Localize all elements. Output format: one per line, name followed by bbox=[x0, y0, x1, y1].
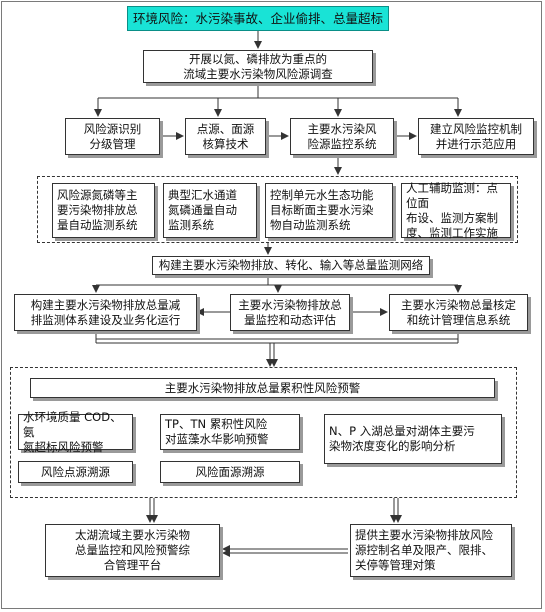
manual-auxiliary-monitoring-box: 人工辅助监测：点位面 布设、监测方案制 度、监测工作实施 bbox=[401, 181, 511, 240]
risk-source-classification-box: 风险源识别 分级管理 bbox=[65, 118, 160, 155]
catchment-channel-flux-box: 典型汇水通道 氮磷通量自动 监测系统 bbox=[163, 183, 257, 238]
risk-source-monitoring-system-box: 主要水污染风 险源监控系统 bbox=[290, 118, 394, 155]
control-unit-section-monitoring-box: 控制单元水生态功能 目标断面主要水污染 物自动监测系统 bbox=[265, 183, 393, 238]
dynamic-assessment-box: 主要水污染物排放总 量监控和动态评估 bbox=[230, 294, 350, 331]
auto-monitoring-total-emission-box: 风险源氮磷等主 要污染物排放总 量自动监测系统 bbox=[52, 183, 155, 238]
management-platform-box: 太湖流域主要水污染物 总量监控和风险预警综 合管理平台 bbox=[45, 524, 220, 577]
point-source-tracing-box: 风险点源溯源 bbox=[18, 461, 133, 483]
cumulative-risk-warning-box: 主要水污染物排放总量累积性风险预警 bbox=[30, 378, 495, 398]
emission-reduction-monitoring-box: 构建主要水污染物排放总量减 排监测体系建设及业务化运行 bbox=[14, 294, 197, 331]
area-source-tracing-box: 风险面源溯源 bbox=[160, 461, 300, 483]
tp-tn-algal-bloom-warning-box: TP、TN 累积性风险 对蓝藻水华影响预警 bbox=[160, 414, 300, 450]
control-list-countermeasures-box: 提供主要水污染物排放风险 源控制名单及限产、限排、 关停等管理对策 bbox=[350, 524, 512, 577]
monitoring-network-box: 构建主要水污染物排放、转化、输入等总量监测网络 bbox=[152, 256, 430, 275]
point-area-source-accounting-box: 点源、面源 核算技术 bbox=[185, 118, 266, 155]
statistics-info-system-box: 主要水污染物总量核定 和统计管理信息系统 bbox=[389, 294, 528, 331]
monitoring-systems-group bbox=[37, 176, 518, 243]
risk-warning-group bbox=[10, 367, 517, 498]
np-lake-impact-analysis-box: N、P 入湖总量对湖体主要污 染物浓度变化的影响分析 bbox=[324, 414, 502, 464]
environmental-risk-header: 环境风险：水污染事故、企业偷排、总量超标 bbox=[127, 6, 389, 31]
monitoring-mechanism-demo-box: 建立风险监控机制 并进行示范应用 bbox=[418, 118, 534, 155]
pollution-source-survey-box: 开展以氮、磷排放为重点的 流域主要水污染物风险源调查 bbox=[143, 50, 373, 83]
water-quality-warning-box: 水环境质量 COD、氨 氮超标风险预警 bbox=[18, 410, 133, 454]
